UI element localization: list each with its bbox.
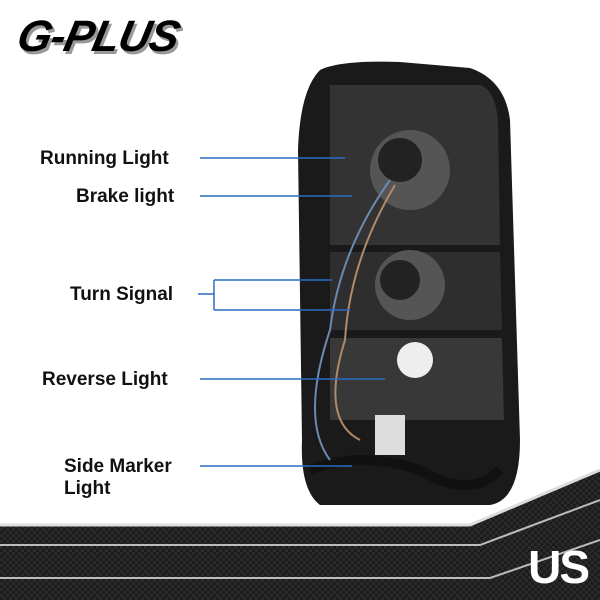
us-badge: US (528, 541, 590, 593)
label-side-marker-light: Side Marker Light (64, 456, 172, 499)
callout-lines (198, 157, 385, 467)
label-brake-light: Brake light (76, 186, 175, 207)
label-turn-signal: Turn Signal (70, 284, 174, 305)
carbon-fiber-band (0, 470, 600, 600)
brand-logo: G-PLUS (12, 12, 184, 61)
tail-light-housing (298, 61, 520, 506)
label-running-light: Running Light (40, 148, 169, 169)
label-reverse-light: Reverse Light (42, 369, 168, 390)
